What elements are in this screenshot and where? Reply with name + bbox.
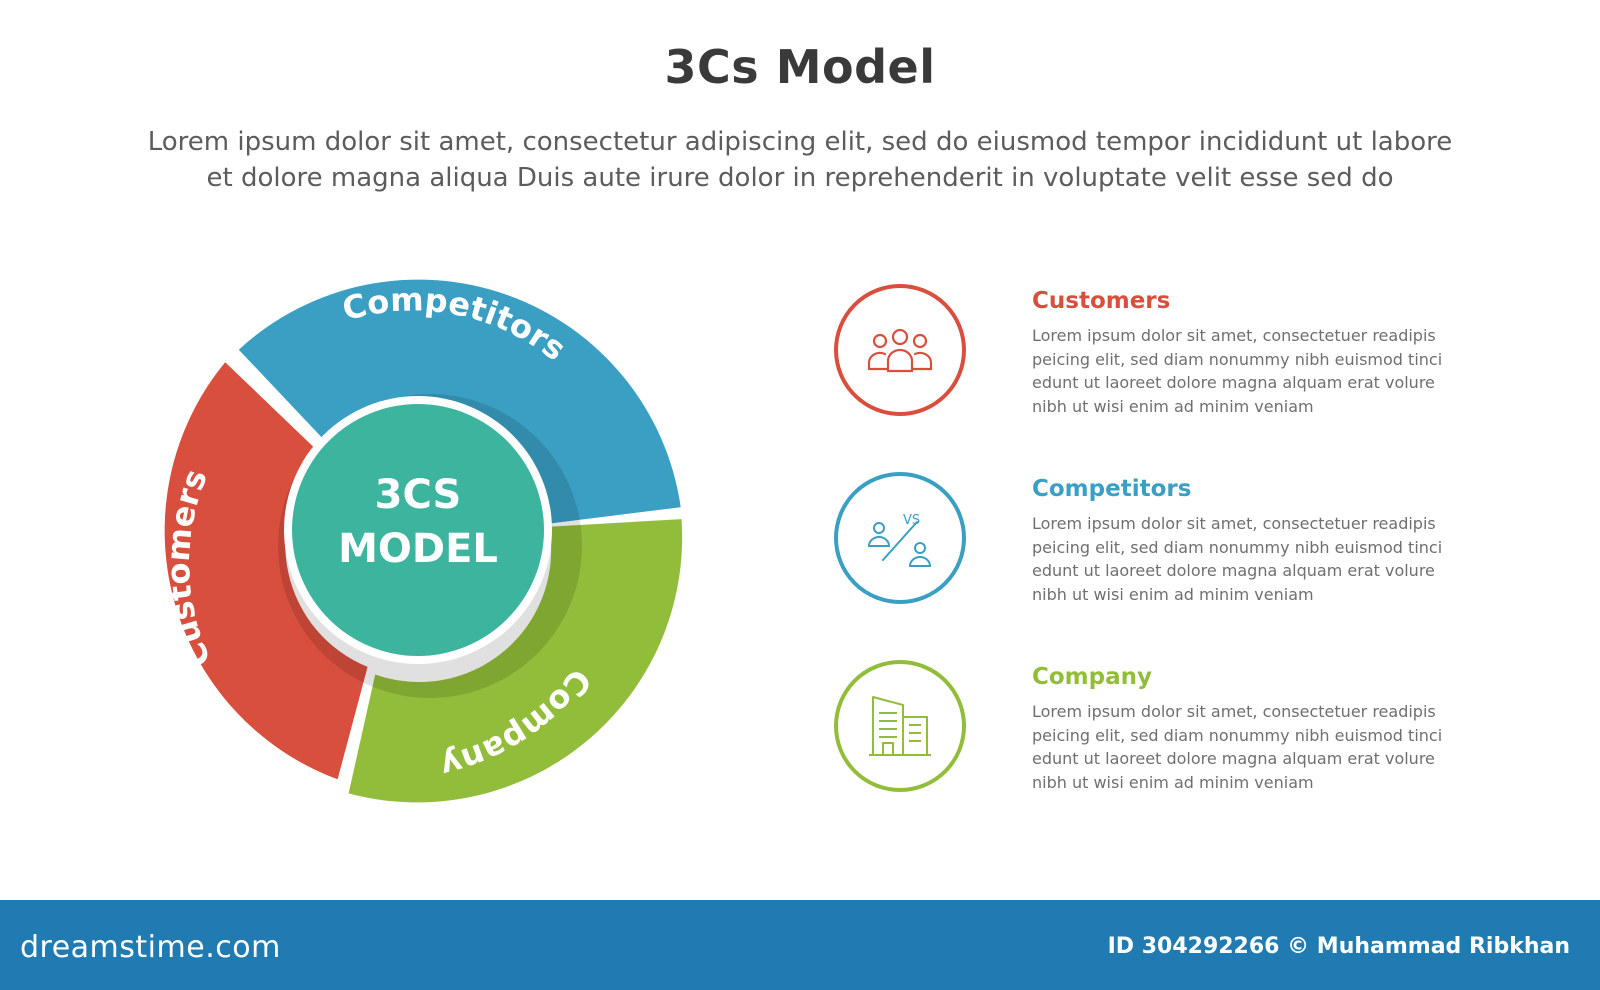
entry-customers: Customers Lorem ipsum dolor sit amet, co…: [830, 280, 1510, 468]
footer-logo: dreamstime.com: [20, 930, 281, 965]
subtitle-line: et dolore magna aliqua Duis aute irure d…: [206, 163, 1394, 193]
entry-body-line: nibh ut wisi enim ad minim veniam: [1032, 772, 1314, 792]
entry-body-line: Lorem ipsum dolor sit amet, consectetuer…: [1032, 326, 1436, 345]
entry-icon-circle: [834, 284, 966, 416]
entry-list: Customers Lorem ipsum dolor sit amet, co…: [830, 280, 1510, 844]
office-building-icon: [869, 696, 931, 756]
entry-body-line: peicing elit, sed diam nonummy nibh euis…: [1032, 725, 1443, 745]
svg-text:VS: VS: [903, 513, 920, 528]
cycle-segments: [164, 279, 683, 803]
entry-title: Competitors: [1032, 476, 1192, 502]
segment-competitors: [238, 279, 681, 524]
entry-title: Company: [1032, 664, 1152, 690]
subtitle-line: Lorem ipsum dolor sit amet, consectetur …: [147, 127, 1453, 157]
entry-competitors: VS Competitors Lorem ipsum dolor sit ame…: [830, 468, 1510, 656]
entry-body-line: nibh ut wisi enim ad minim veniam: [1032, 396, 1314, 416]
entry-body-line: edunt ut laoreet dolore magna alquam era…: [1032, 561, 1435, 580]
entry-body-line: peicing elit, sed diam nonummy nibh euis…: [1032, 349, 1443, 369]
entry-company: Company Lorem ipsum dolor sit amet, cons…: [830, 656, 1510, 844]
entry-body: Lorem ipsum dolor sit amet, consectetuer…: [1032, 700, 1462, 794]
entry-body-line: Lorem ipsum dolor sit amet, consectetuer…: [1032, 702, 1436, 721]
entry-body-line: edunt ut laoreet dolore magna alquam era…: [1032, 749, 1435, 768]
entry-body: Lorem ipsum dolor sit amet, consectetuer…: [1032, 512, 1462, 606]
entry-body-line: edunt ut laoreet dolore magna alquam era…: [1032, 373, 1435, 392]
entry-icon-circle: VS: [834, 472, 966, 604]
footer-bar: dreamstime.com ID 304292266 © Muhammad R…: [0, 900, 1600, 990]
segment-customers: [164, 362, 368, 780]
cycle-diagram: 3CS MODEL Competitors Company Customers: [159, 279, 683, 803]
page-title: 3Cs Model: [664, 40, 936, 94]
center-circle: [292, 404, 544, 656]
entry-icon-circle: [834, 660, 966, 792]
entry-body-line: peicing elit, sed diam nonummy nibh euis…: [1032, 537, 1443, 557]
versus-people-icon: VS: [867, 513, 932, 567]
footer-credit: ID 304292266 © Muhammad Ribkhan: [1107, 934, 1570, 959]
entry-body-line: Lorem ipsum dolor sit amet, consectetuer…: [1032, 514, 1436, 533]
people-group-icon: [867, 328, 933, 373]
entry-title: Customers: [1032, 288, 1171, 314]
center-label-line1: 3CS: [375, 472, 462, 518]
center-label-line2: MODEL: [338, 526, 498, 572]
page-subtitle: Lorem ipsum dolor sit amet, consectetur …: [60, 124, 1540, 196]
entry-body-line: nibh ut wisi enim ad minim veniam: [1032, 584, 1314, 604]
segment-company: [348, 519, 683, 803]
entry-body: Lorem ipsum dolor sit amet, consectetuer…: [1032, 324, 1462, 418]
